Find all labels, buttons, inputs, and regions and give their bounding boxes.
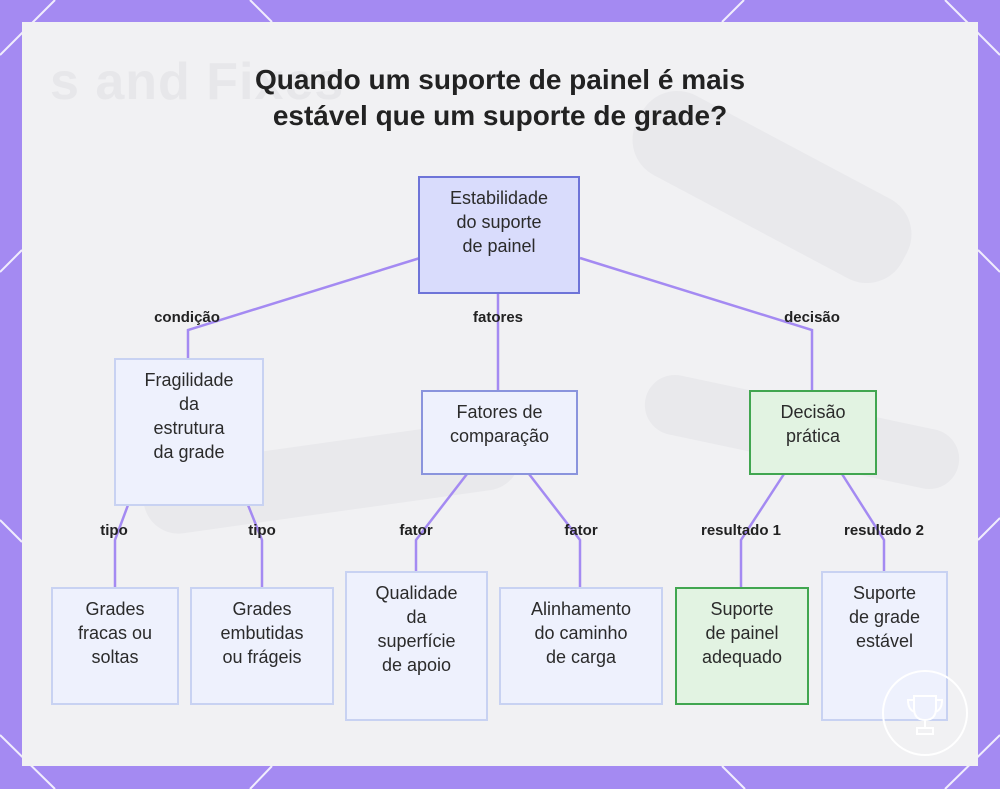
- node-load-path-alignment: Alinhamento do caminho de carga: [499, 587, 663, 705]
- node-label: Estabilidade do suporte de painel: [450, 186, 548, 258]
- node-panel-stability: Estabilidade do suporte de painel: [418, 176, 580, 294]
- node-practical-decision: Decisão prática: [749, 390, 877, 475]
- edge-root-fragility: [188, 258, 420, 358]
- edge-fragility-embedded: [248, 505, 262, 588]
- node-weak-grids: Grades fracas ou soltas: [51, 587, 179, 705]
- node-label: Fatores de comparação: [450, 400, 549, 448]
- node-label: Fragilidade da estrutura da grade: [144, 368, 233, 464]
- edge-label-factor-1: fator: [399, 522, 432, 539]
- node-label: Qualidade da superfície de apoio: [375, 581, 457, 677]
- edge-label-result-1: resultado 1: [701, 522, 781, 539]
- node-panel-support-suitable: Suporte de painel adequado: [675, 587, 809, 705]
- edge-label-factors: fatores: [473, 309, 523, 326]
- node-label: Suporte de painel adequado: [702, 597, 782, 669]
- node-comparison-factors: Fatores de comparação: [421, 390, 578, 475]
- node-label: Decisão prática: [780, 400, 845, 448]
- edge-label-type-2: tipo: [248, 522, 276, 539]
- edge-label-type-1: tipo: [100, 522, 128, 539]
- edge-label-result-2: resultado 2: [844, 522, 924, 539]
- edge-label-factor-2: fator: [564, 522, 597, 539]
- edge-label-decision: decisão: [784, 309, 840, 326]
- edge-root-decision: [580, 258, 812, 390]
- edge-fragility-weak: [115, 505, 128, 588]
- node-grid-fragility: Fragilidade da estrutura da grade: [114, 358, 264, 506]
- edge-label-condition: condição: [154, 309, 220, 326]
- node-label: Alinhamento do caminho de carga: [531, 597, 631, 669]
- node-label: Grades fracas ou soltas: [78, 597, 152, 669]
- node-label: Grades embutidas ou frágeis: [220, 597, 303, 669]
- node-embedded-grids: Grades embutidas ou frágeis: [190, 587, 334, 705]
- trophy-badge-icon: [882, 670, 968, 756]
- node-surface-quality: Qualidade da superfície de apoio: [345, 571, 488, 721]
- node-label: Suporte de grade estável: [849, 581, 920, 653]
